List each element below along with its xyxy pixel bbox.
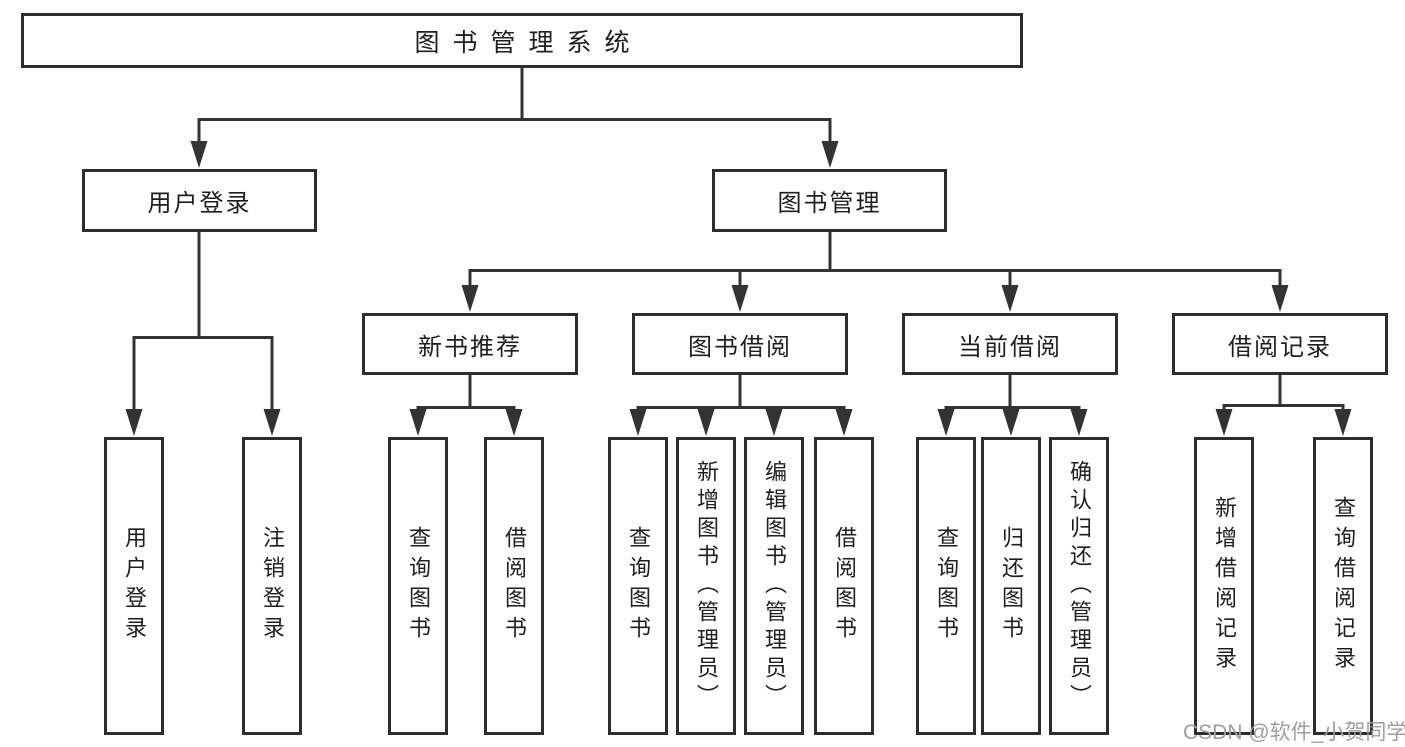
edge-records-to-leaves <box>1222 375 1345 410</box>
leaf-query-books-recommend: 查询图书 <box>388 437 448 735</box>
leaf-add-borrow-record-label: 新增借阅记录 <box>1212 496 1237 676</box>
leaf-add-borrow-record: 新增借阅记录 <box>1194 437 1254 735</box>
leaf-logout-label: 注销登录 <box>260 526 285 646</box>
leaf-borrow-books-borrowing: 借阅图书 <box>814 437 874 735</box>
leaf-edit-book-admin: 编辑图书（管理员） <box>744 437 804 735</box>
node-current-borrowing-label: 当前借阅 <box>958 333 1062 361</box>
edge-borrowing-to-leaves <box>636 375 846 410</box>
leaf-return-books: 归还图书 <box>981 437 1041 735</box>
node-new-book-recommend-label: 新书推荐 <box>418 333 522 361</box>
node-current-borrowing: 当前借阅 <box>902 313 1118 375</box>
node-borrowing-records-label: 借阅记录 <box>1228 333 1332 361</box>
leaf-query-books-current-label: 查询图书 <box>934 526 959 646</box>
watermark-text: CSDN @软件_小贺同学 <box>1183 721 1405 744</box>
edge-newbook-to-leaves <box>416 375 516 410</box>
leaf-logout: 注销登录 <box>242 437 302 735</box>
edge-bookmgmt-to-level3 <box>468 232 1282 286</box>
leaf-borrow-books-recommend: 借阅图书 <box>484 437 544 735</box>
leaf-borrow-books-recommend-label: 借阅图书 <box>502 526 527 646</box>
edge-current-to-leaves <box>944 375 1081 410</box>
edge-root-to-level2 <box>197 68 832 142</box>
leaf-user-login: 用户登录 <box>104 437 164 735</box>
leaf-return-books-label: 归还图书 <box>999 526 1024 646</box>
node-borrowing-records: 借阅记录 <box>1172 313 1388 375</box>
arrowheads <box>125 141 1352 436</box>
leaf-query-books-recommend-label: 查询图书 <box>406 526 431 646</box>
leaf-query-books-borrowing: 查询图书 <box>608 437 668 735</box>
leaf-query-books-current: 查询图书 <box>916 437 976 735</box>
node-book-borrowing-label: 图书借阅 <box>688 333 792 361</box>
node-book-management-label: 图书管理 <box>777 190 882 217</box>
leaf-query-borrow-record: 查询借阅记录 <box>1313 437 1373 735</box>
leaf-add-book-admin: 新增图书（管理员） <box>676 437 736 735</box>
leaf-add-book-admin-label: 新增图书（管理员） <box>694 460 719 712</box>
leaf-user-login-label: 用户登录 <box>122 526 147 646</box>
leaf-confirm-return-admin-label: 确认归还（管理员） <box>1067 460 1092 712</box>
leaf-query-books-borrowing-label: 查询图书 <box>626 526 651 646</box>
node-user-login-label: 用户登录 <box>147 190 252 217</box>
node-book-management: 图书管理 <box>712 169 947 232</box>
node-new-book-recommend: 新书推荐 <box>362 313 578 375</box>
leaf-confirm-return-admin: 确认归还（管理员） <box>1049 437 1109 735</box>
node-root-label: 图书管理系统 <box>414 28 643 57</box>
leaf-query-borrow-record-label: 查询借阅记录 <box>1331 496 1356 676</box>
node-root: 图书管理系统 <box>21 13 1023 68</box>
node-user-login: 用户登录 <box>82 169 317 232</box>
leaf-edit-book-admin-label: 编辑图书（管理员） <box>762 460 787 712</box>
edge-userlogin-to-leaves <box>132 232 274 410</box>
node-book-borrowing: 图书借阅 <box>632 313 848 375</box>
leaf-borrow-books-borrowing-label: 借阅图书 <box>832 526 857 646</box>
